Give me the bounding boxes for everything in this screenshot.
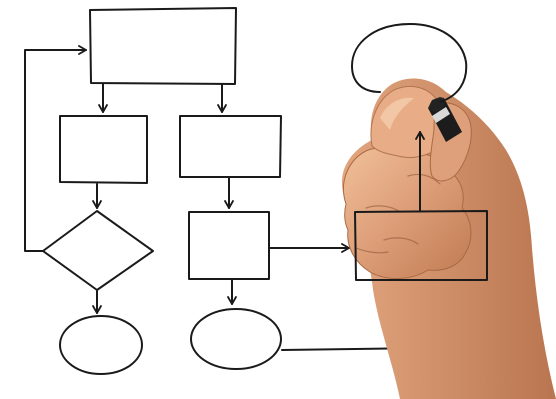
decision-diamond (42, 210, 154, 291)
process-box-top (89, 7, 237, 85)
process-box-hand (354, 210, 488, 281)
terminal-oval-middle (190, 308, 282, 370)
loop-back-arrow (24, 45, 87, 252)
marker-band (432, 107, 450, 123)
terminal-oval-left (59, 315, 143, 375)
process-box-left (59, 115, 148, 184)
process-box-right (179, 115, 282, 178)
skin-highlight (380, 97, 414, 130)
terminal-oval-top (351, 23, 468, 103)
hand (342, 78, 556, 399)
process-box-middle (188, 211, 270, 280)
hand-drawn-strokes (351, 23, 488, 281)
knuckle-creases (355, 173, 441, 254)
